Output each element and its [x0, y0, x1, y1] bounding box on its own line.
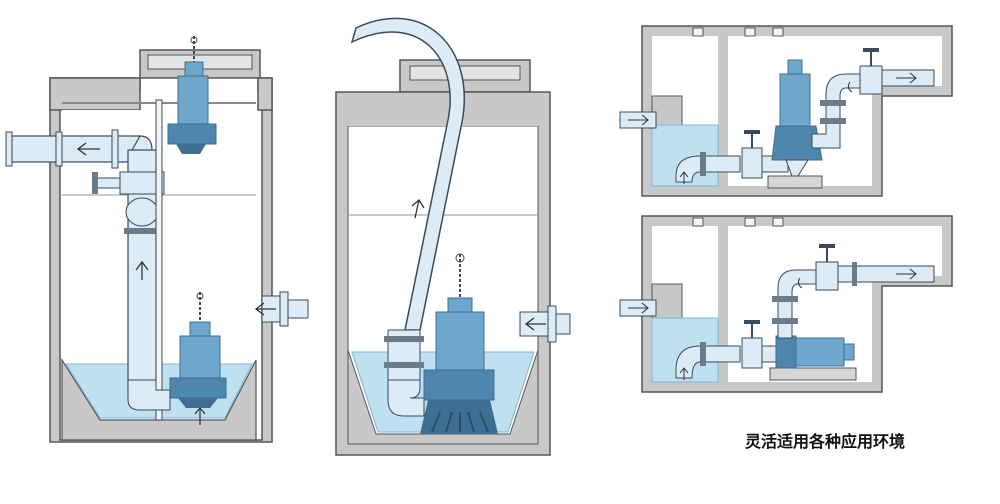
motor-icon: [775, 335, 855, 369]
panel-dry-pit-vertical: [619, 25, 953, 197]
flow-arrow-icon: [896, 268, 917, 280]
flow-arrow-icon: [797, 277, 803, 289]
flow-arrow-icon: [76, 142, 100, 156]
flow-arrow-icon: [524, 317, 546, 331]
pump-icon: [771, 59, 823, 177]
panel-dry-pit-horizontal: [619, 215, 953, 393]
flow-arrow-icon: [847, 81, 853, 93]
panel-wet-well-guide-rail: [5, 36, 309, 443]
flow-arrow-icon: [628, 302, 649, 314]
pump-icon: [420, 253, 498, 434]
caption-text: 灵活适用各种应用环境: [744, 432, 905, 451]
flow-arrow-icon: [896, 72, 917, 84]
flow-arrow-icon: [628, 114, 649, 126]
valve-icon: [859, 48, 883, 95]
valve-icon: [815, 244, 839, 291]
panel-wet-well-hose: [335, 17, 571, 456]
flow-arrow-icon: [254, 302, 276, 316]
pump-icon: [167, 36, 217, 154]
guide-rail: [155, 99, 163, 421]
valve-icon: [92, 171, 165, 195]
valve-icon: [125, 197, 159, 227]
flow-arrow-icon: [411, 199, 425, 219]
flow-arrow-icon: [135, 260, 149, 280]
flow-arrow-icon: [679, 367, 689, 380]
flow-arrow-icon: [679, 171, 689, 184]
pump-icon: [169, 292, 227, 408]
flow-arrow-icon: [194, 407, 206, 425]
